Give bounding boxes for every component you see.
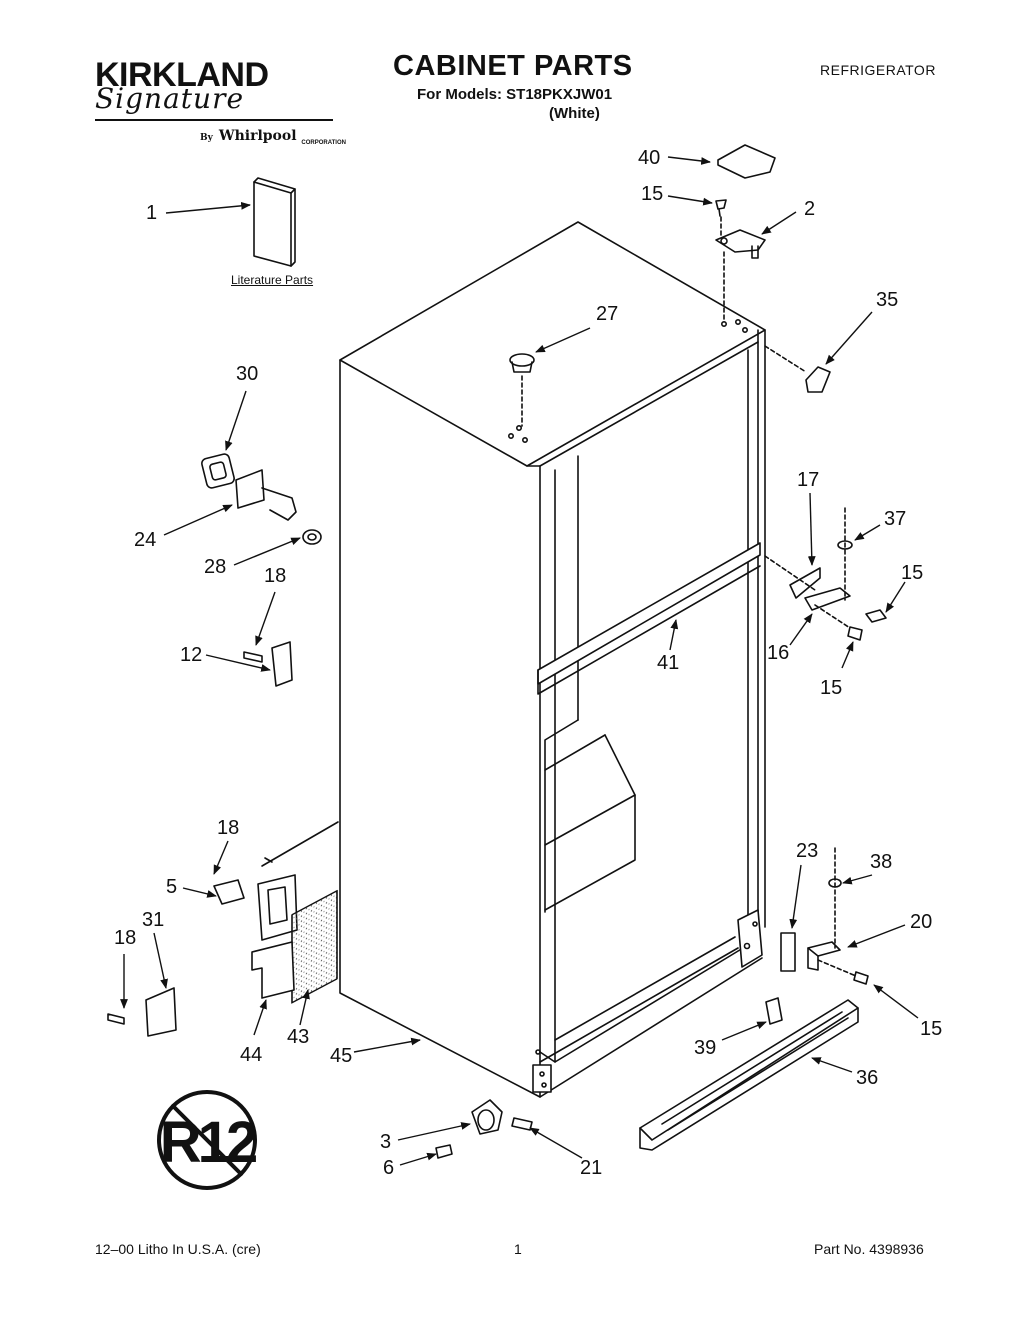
callout-18-upper: 18 xyxy=(264,565,287,587)
maker-line: By Whirlpool CORPORATION xyxy=(200,128,346,146)
callout-18-lower: 18 xyxy=(114,927,137,949)
callout-12: 12 xyxy=(180,644,203,666)
callout-18-mid: 18 xyxy=(217,817,240,839)
callout-40: 40 xyxy=(638,147,661,169)
hinge-pin-cover xyxy=(805,366,831,393)
model-number: For Models: ST18PKXJW01 xyxy=(417,86,613,103)
maker-name: Whirlpool xyxy=(218,128,297,144)
callout-28: 28 xyxy=(204,556,227,578)
grille-clip xyxy=(765,997,783,1025)
callout-20: 20 xyxy=(910,911,933,933)
callout-15-top: 15 xyxy=(641,183,664,205)
shaft-gasket xyxy=(201,453,235,489)
page-title: CABINET PARTS xyxy=(393,50,633,82)
r12-text: R12 xyxy=(160,1110,256,1175)
callout-16: 16 xyxy=(767,642,790,664)
model-color: (White) xyxy=(549,105,600,122)
lower-hinge xyxy=(807,941,841,957)
shaft-nut xyxy=(302,529,322,545)
control-shaft xyxy=(235,469,265,509)
hinge-cover xyxy=(717,144,776,179)
callout-39: 39 xyxy=(694,1037,717,1059)
lower-cover-31 xyxy=(145,987,177,1037)
callout-37: 37 xyxy=(884,508,907,530)
callout-2: 2 xyxy=(804,198,816,220)
roller-assembly xyxy=(471,1099,503,1135)
callout-23: 23 xyxy=(796,840,819,862)
hinge-screw-top xyxy=(715,199,727,217)
no-r12-symbol xyxy=(157,1090,257,1190)
brand-script: Signature xyxy=(95,82,245,115)
cabinet-shell xyxy=(339,221,766,1098)
lower-hinge-shim xyxy=(780,932,796,972)
literature-parts-label: Literature Parts xyxy=(231,273,314,287)
callout-24: 24 xyxy=(134,529,157,551)
center-hinge xyxy=(804,587,851,611)
callout-21: 21 xyxy=(580,1157,603,1179)
callout-30: 30 xyxy=(236,363,259,385)
insulation-pad xyxy=(291,889,338,1004)
callout-15-mid: 15 xyxy=(901,562,924,584)
callout-6: 6 xyxy=(383,1157,395,1179)
callout-44: 44 xyxy=(240,1044,263,1066)
callout-38: 38 xyxy=(870,851,893,873)
callout-17: 17 xyxy=(797,469,820,491)
by-text: By xyxy=(200,133,213,143)
hinge-bracket-left xyxy=(213,879,245,905)
callout-36: 36 xyxy=(856,1067,879,1089)
callout-43: 43 xyxy=(287,1026,310,1048)
callout-1: 1 xyxy=(146,202,158,224)
callout-3: 3 xyxy=(380,1131,392,1153)
maker-suffix: CORPORATION xyxy=(301,140,346,146)
literature-booklet xyxy=(253,177,296,267)
appliance-type: REFRIGERATOR xyxy=(820,62,936,78)
callout-5: 5 xyxy=(166,876,178,898)
footer-page-number: 1 xyxy=(514,1241,522,1257)
callout-15-center: 15 xyxy=(820,677,843,699)
brand-rule xyxy=(95,119,333,121)
callout-41: 41 xyxy=(657,652,680,674)
callout-45: 45 xyxy=(330,1045,353,1067)
callout-27: 27 xyxy=(596,303,619,325)
callout-15-lower: 15 xyxy=(920,1018,943,1040)
cabinet-plug xyxy=(509,353,535,367)
toe-grille xyxy=(639,999,859,1151)
brand-logo: KIRKLAND xyxy=(95,56,269,94)
footer-part-number: Part No. 4398936 xyxy=(814,1241,924,1257)
footer-print-info: 12–00 Litho In U.S.A. (cre) xyxy=(95,1241,261,1257)
door-stop-bracket xyxy=(271,641,293,687)
callout-35: 35 xyxy=(876,289,899,311)
callout-leaders xyxy=(120,156,919,1166)
lower-hinge-plate xyxy=(251,941,295,999)
callout-31: 31 xyxy=(142,909,165,931)
